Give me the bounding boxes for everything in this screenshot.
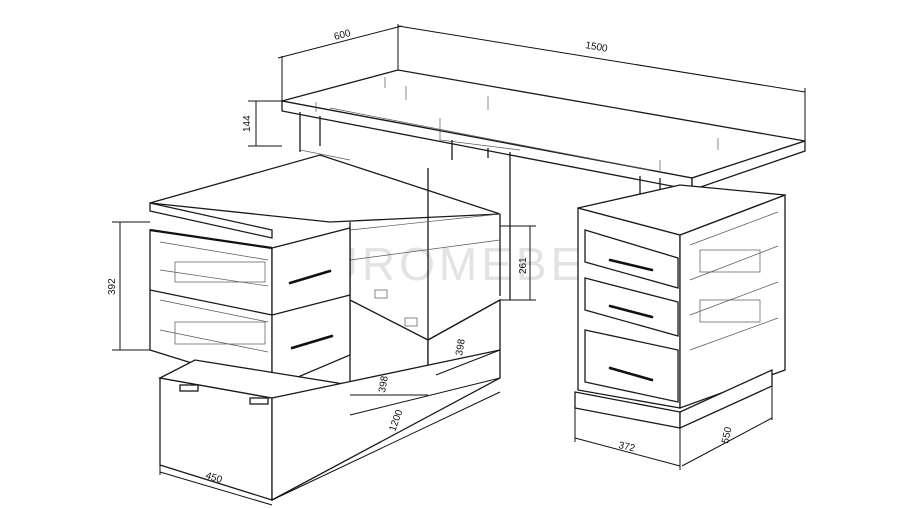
left-base	[157, 349, 501, 502]
dim-398-left: 398	[377, 375, 391, 394]
left-lower-top	[149, 154, 501, 239]
left-drawer-unit	[149, 227, 351, 389]
dim-600: 600	[333, 28, 352, 43]
dimension-lines	[112, 24, 806, 506]
dim-392: 392	[107, 278, 118, 295]
dim-261: 261	[518, 257, 529, 274]
dim-372: 372	[617, 440, 636, 454]
dim-398-right: 398	[454, 338, 468, 357]
dim-144: 144	[242, 115, 253, 132]
right-pedestal	[574, 184, 786, 430]
dim-450: 450	[204, 470, 224, 486]
dim-1500: 1500	[584, 40, 608, 55]
dim-550: 550	[720, 426, 734, 445]
